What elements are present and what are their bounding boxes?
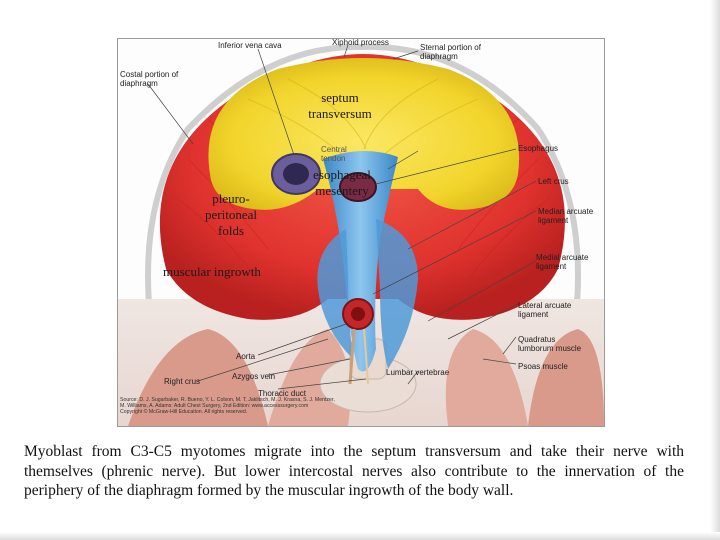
- label-xiphoid-process: Xiphoid process: [332, 38, 389, 47]
- label-costal-portion: Costal portion of diaphragm: [120, 70, 178, 88]
- label-right-crus: Right crus: [164, 377, 201, 386]
- overlay-pleuroperitoneal-folds: pleuro- peritoneal folds: [196, 191, 266, 239]
- right-crus-shape: [317, 229, 353, 359]
- label-central-tendon-line2: tendon: [321, 154, 346, 163]
- slide-bottom-edge: [0, 532, 720, 540]
- label-costal-portion-line2: diaphragm: [120, 79, 158, 88]
- quadratus-muscle-shape: [528, 329, 604, 426]
- label-inferior-vena-cava: Inferior vena cava: [218, 41, 282, 50]
- azygos-vein-shape: [348, 328, 356, 385]
- thoracic-duct-shape: [363, 328, 369, 385]
- slide-caption: Myoblast from C3-C5 myotomes migrate int…: [24, 443, 684, 499]
- diaphragm-figure: Inferior vena cava Xiphoid process Stern…: [117, 38, 605, 427]
- overlay-pleuro-line3: folds: [218, 223, 244, 238]
- overlay-pleuro-line1: pleuro-: [212, 191, 250, 206]
- psoas-muscle-shape: [445, 329, 528, 426]
- figure-source-credit: Source: D. J. Sugarbaker, R. Bueno, Y. L…: [120, 397, 335, 415]
- source-line-2: M. Williams, A. Adams: Adult Chest Surge…: [120, 403, 309, 409]
- source-line-3: Copyright © McGraw-Hill Education. All r…: [120, 409, 248, 415]
- label-thoracic-duct: Thoracic duct: [258, 389, 307, 398]
- label-psoas-muscle: Psoas muscle: [518, 362, 568, 371]
- overlay-esophageal-line1: esophageal: [313, 167, 371, 182]
- label-median-arcuate-ligament: Median arcuate ligament: [538, 207, 593, 225]
- label-esophagus: Esophagus: [518, 144, 559, 153]
- rib-cage-outline: [145, 43, 581, 370]
- diaphragm-illustration: [118, 43, 604, 426]
- label-lumbar-vertebrae: Lumbar vertebrae: [386, 368, 450, 377]
- label-sternal-portion-line2: diaphragm: [420, 52, 458, 61]
- esophagus-opening: [339, 172, 377, 202]
- overlay-esophageal-mesentery: esophageal mesentery: [306, 167, 378, 199]
- label-quadratus-line2: lumborum muscle: [518, 344, 582, 353]
- overlay-esophageal-line2: mesentery: [315, 183, 369, 198]
- esophageal-mesentery-region: [323, 150, 398, 372]
- left-crus-shape: [376, 219, 418, 369]
- label-left-crus: Left crus: [538, 177, 569, 186]
- overlay-septum-transversum: septum transversum: [296, 90, 384, 122]
- label-central-tendon: Central tendon: [321, 145, 347, 163]
- label-medial-arcuate-ligament: Medial arcuate ligament: [536, 253, 588, 271]
- label-costal-portion-line1: Costal portion of: [120, 70, 179, 79]
- overlay-septum-line2: transversum: [308, 106, 372, 121]
- label-medial-arcuate-line1: Medial arcuate: [536, 253, 589, 262]
- overlay-pleuro-line2: peritoneal: [205, 207, 257, 222]
- label-medial-arcuate-line2: ligament: [536, 262, 567, 271]
- label-azygos-vein: Azygos vein: [232, 372, 276, 381]
- overlay-muscular-ingrowth: muscular ingrowth: [163, 264, 261, 279]
- label-sternal-portion-line1: Sternal portion of: [420, 43, 481, 52]
- label-quadratus-line1: Quadratus: [518, 335, 556, 344]
- label-aorta: Aorta: [236, 352, 256, 361]
- label-median-arcuate-line2: ligament: [538, 216, 569, 225]
- label-lateral-arcuate-line2: ligament: [518, 310, 549, 319]
- label-lateral-arcuate-line1: Lateral arcuate: [518, 301, 572, 310]
- overlay-septum-line1: septum: [321, 90, 359, 105]
- label-central-tendon-line1: Central: [321, 145, 347, 154]
- right-psoas-region: [128, 329, 268, 426]
- source-line-1: Source: D. J. Sugarbaker, R. Bueno, Y. L…: [120, 397, 335, 403]
- slide-right-edge: [710, 0, 720, 540]
- label-sternal-portion: Sternal portion of diaphragm: [420, 43, 481, 61]
- label-lateral-arcuate-ligament: Lateral arcuate ligament: [518, 301, 571, 319]
- label-quadratus-lumborum: Quadratus lumborum muscle: [518, 335, 581, 353]
- label-median-arcuate-line1: Median arcuate: [538, 207, 594, 216]
